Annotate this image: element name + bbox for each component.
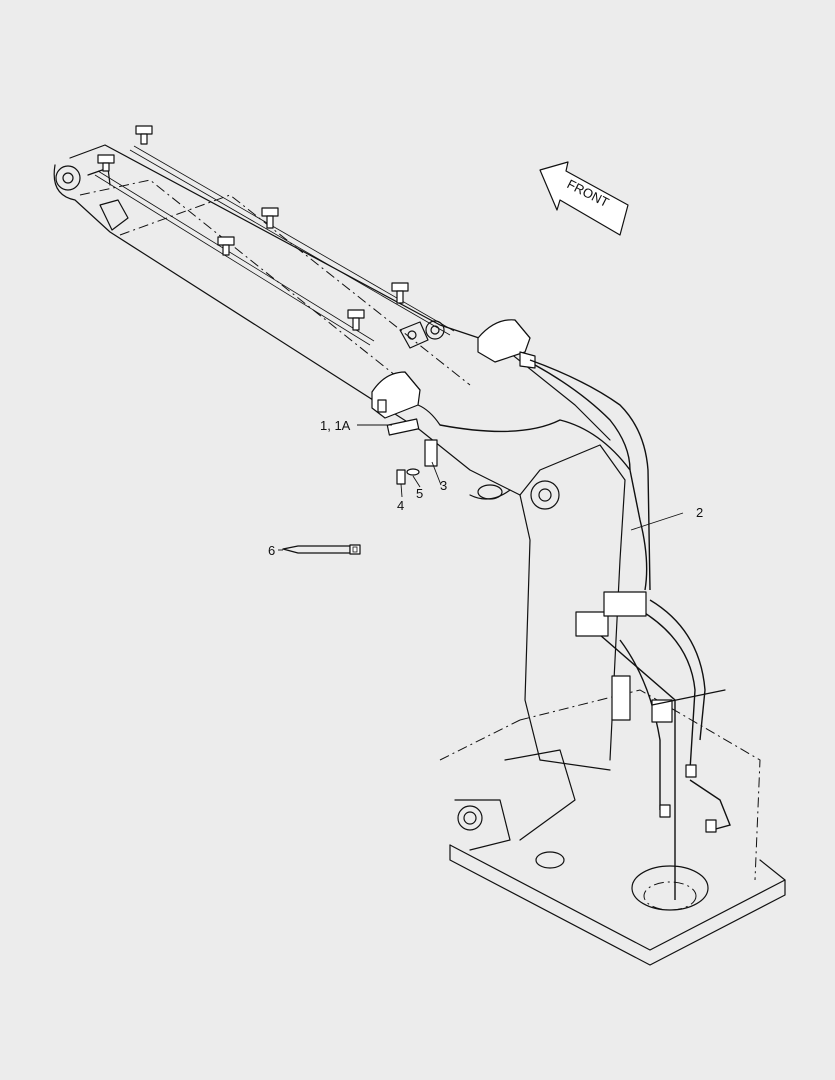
callouts: 1, 1A 2 3 4 5 6 bbox=[268, 418, 703, 558]
boom-arm bbox=[53, 144, 611, 496]
bolt-and-washer bbox=[396, 468, 420, 485]
front-arrow: FRONT bbox=[539, 161, 629, 236]
callout-6: 6 bbox=[268, 543, 275, 558]
callout-leaders bbox=[278, 424, 684, 551]
cable-tie bbox=[282, 544, 361, 555]
callout-1-1a: 1, 1A bbox=[320, 418, 351, 433]
callout-5: 5 bbox=[416, 486, 423, 501]
callout-2: 2 bbox=[696, 505, 703, 520]
boom-base bbox=[439, 444, 786, 966]
callout-4: 4 bbox=[397, 498, 404, 513]
work-light-right bbox=[477, 319, 536, 369]
callout-3: 3 bbox=[440, 478, 447, 493]
work-light-left bbox=[371, 371, 441, 467]
boom-hydraulic-lines bbox=[94, 125, 455, 346]
